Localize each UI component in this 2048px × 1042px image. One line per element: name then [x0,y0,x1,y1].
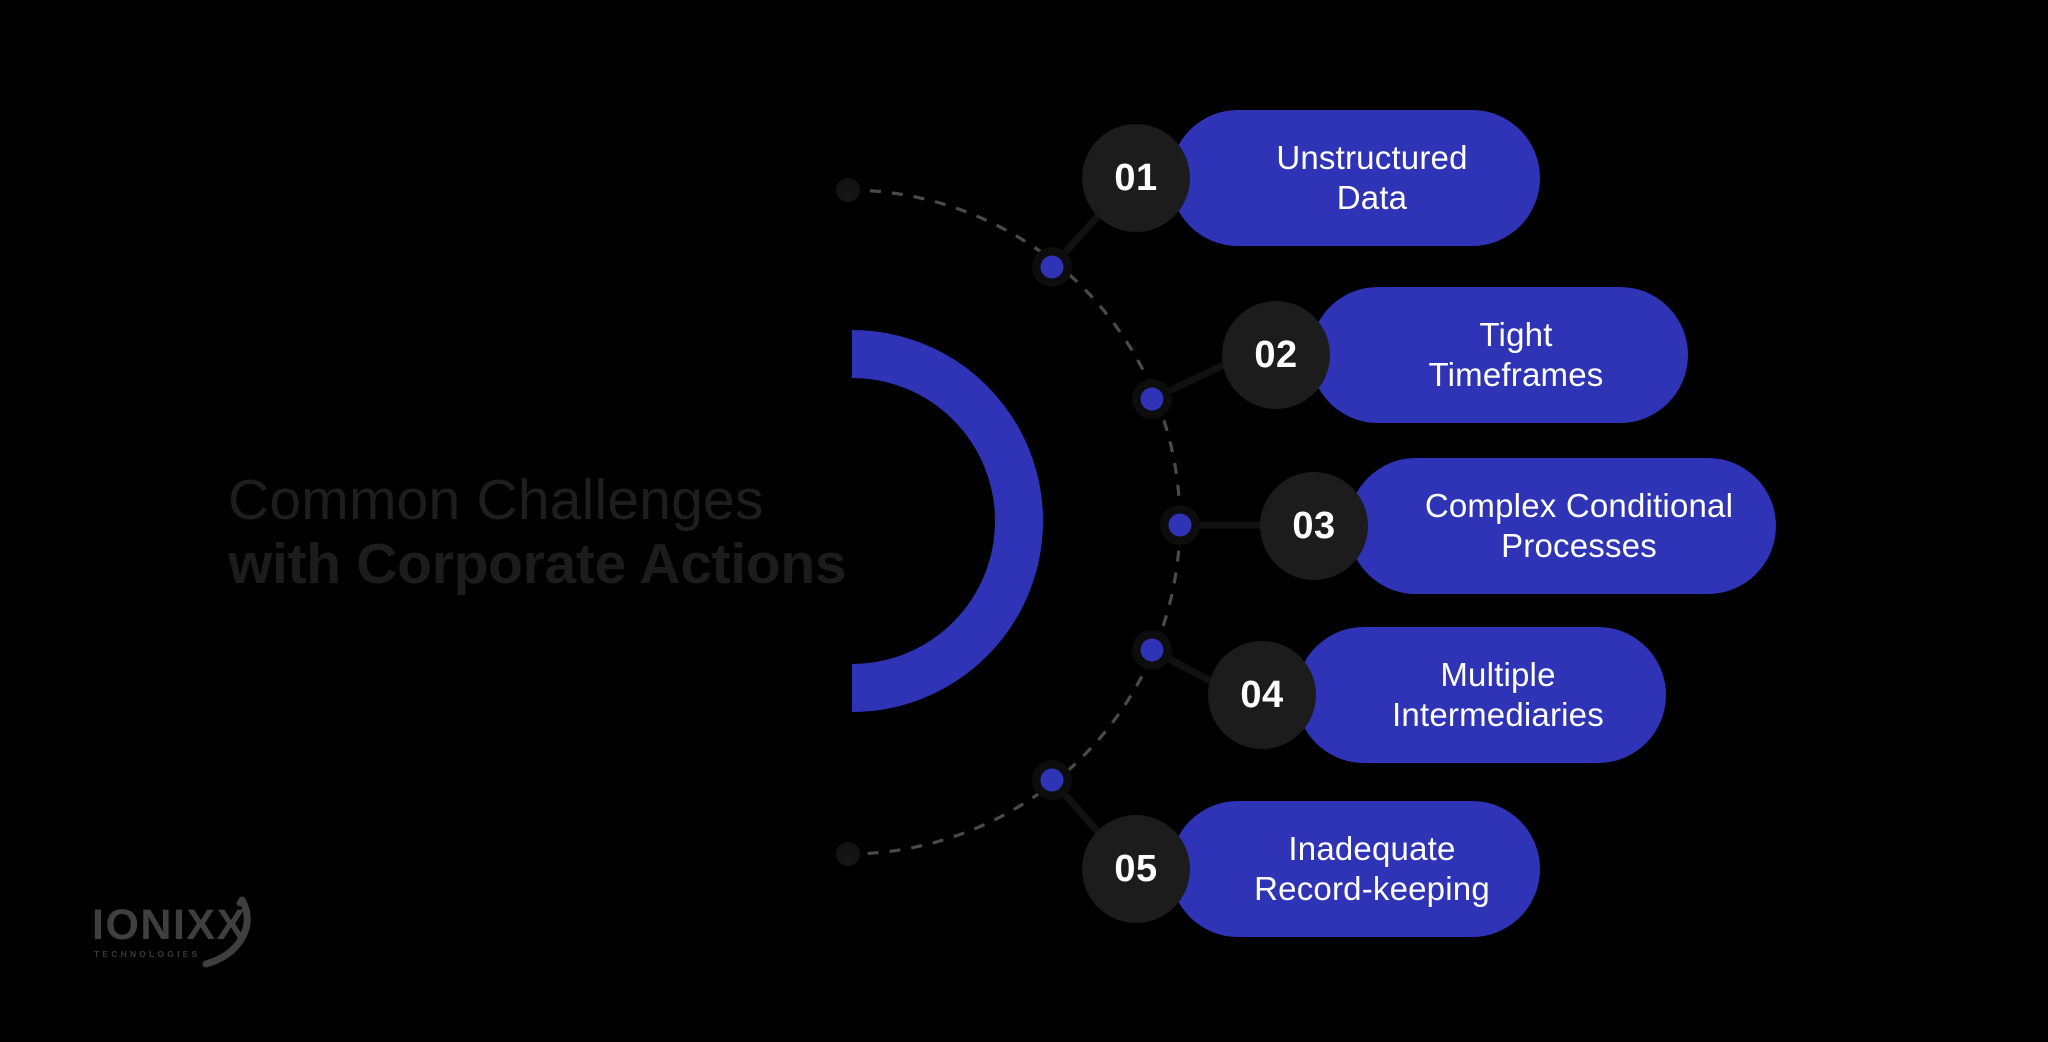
challenge-label-01: Unstructured Data [1276,138,1468,216]
title-line-2: with Corporate Actions [228,531,847,596]
arc-node-01 [1032,247,1072,287]
logo-wordmark: IONIXX [92,901,247,949]
challenge-badge-01: 01 [1082,124,1190,232]
challenge-label-04: Multiple Intermediaries [1392,655,1604,733]
challenge-pill-04[interactable]: Multiple Intermediaries [1296,627,1666,763]
arc-endpoint-dot-bottom [836,842,860,866]
challenge-badge-03: 03 [1260,472,1368,580]
challenge-label-02: Tight Timeframes [1428,315,1604,393]
challenge-badge-04: 04 [1208,641,1316,749]
ionixx-logo: IONIXX TECHNOLOGIES [92,896,272,968]
challenge-number-02: 02 [1254,333,1298,376]
challenge-pill-03[interactable]: Complex Conditional Processes [1348,458,1776,594]
connector-line-02 [1150,358,1232,403]
challenge-number-01: 01 [1114,156,1158,199]
logo-swoosh-icon [202,896,251,968]
challenge-number-03: 03 [1292,504,1336,547]
page-title: Common Challenges with Corporate Actions [228,468,948,596]
title-line-1: Common Challenges [228,468,764,532]
challenge-pill-02[interactable]: Tight Timeframes [1310,287,1688,423]
challenge-label-03: Complex Conditional Processes [1424,486,1734,564]
challenge-pill-01[interactable]: Unstructured Data [1170,110,1540,246]
challenge-number-04: 04 [1240,673,1284,716]
challenge-badge-02: 02 [1222,301,1330,409]
challenge-pill-05[interactable]: Inadequate Record-keeping [1170,801,1540,937]
arc-node-03 [1160,505,1200,545]
arc-node-02 [1132,379,1172,419]
arc-node-04 [1132,630,1172,670]
arc-endpoint-dot-top [836,178,860,202]
logo-tagline: TECHNOLOGIES [94,949,201,959]
challenge-label-05: Inadequate Record-keeping [1254,829,1490,907]
challenge-number-05: 05 [1114,847,1158,890]
arc-node-05 [1032,760,1072,800]
challenge-badge-05: 05 [1082,815,1190,923]
